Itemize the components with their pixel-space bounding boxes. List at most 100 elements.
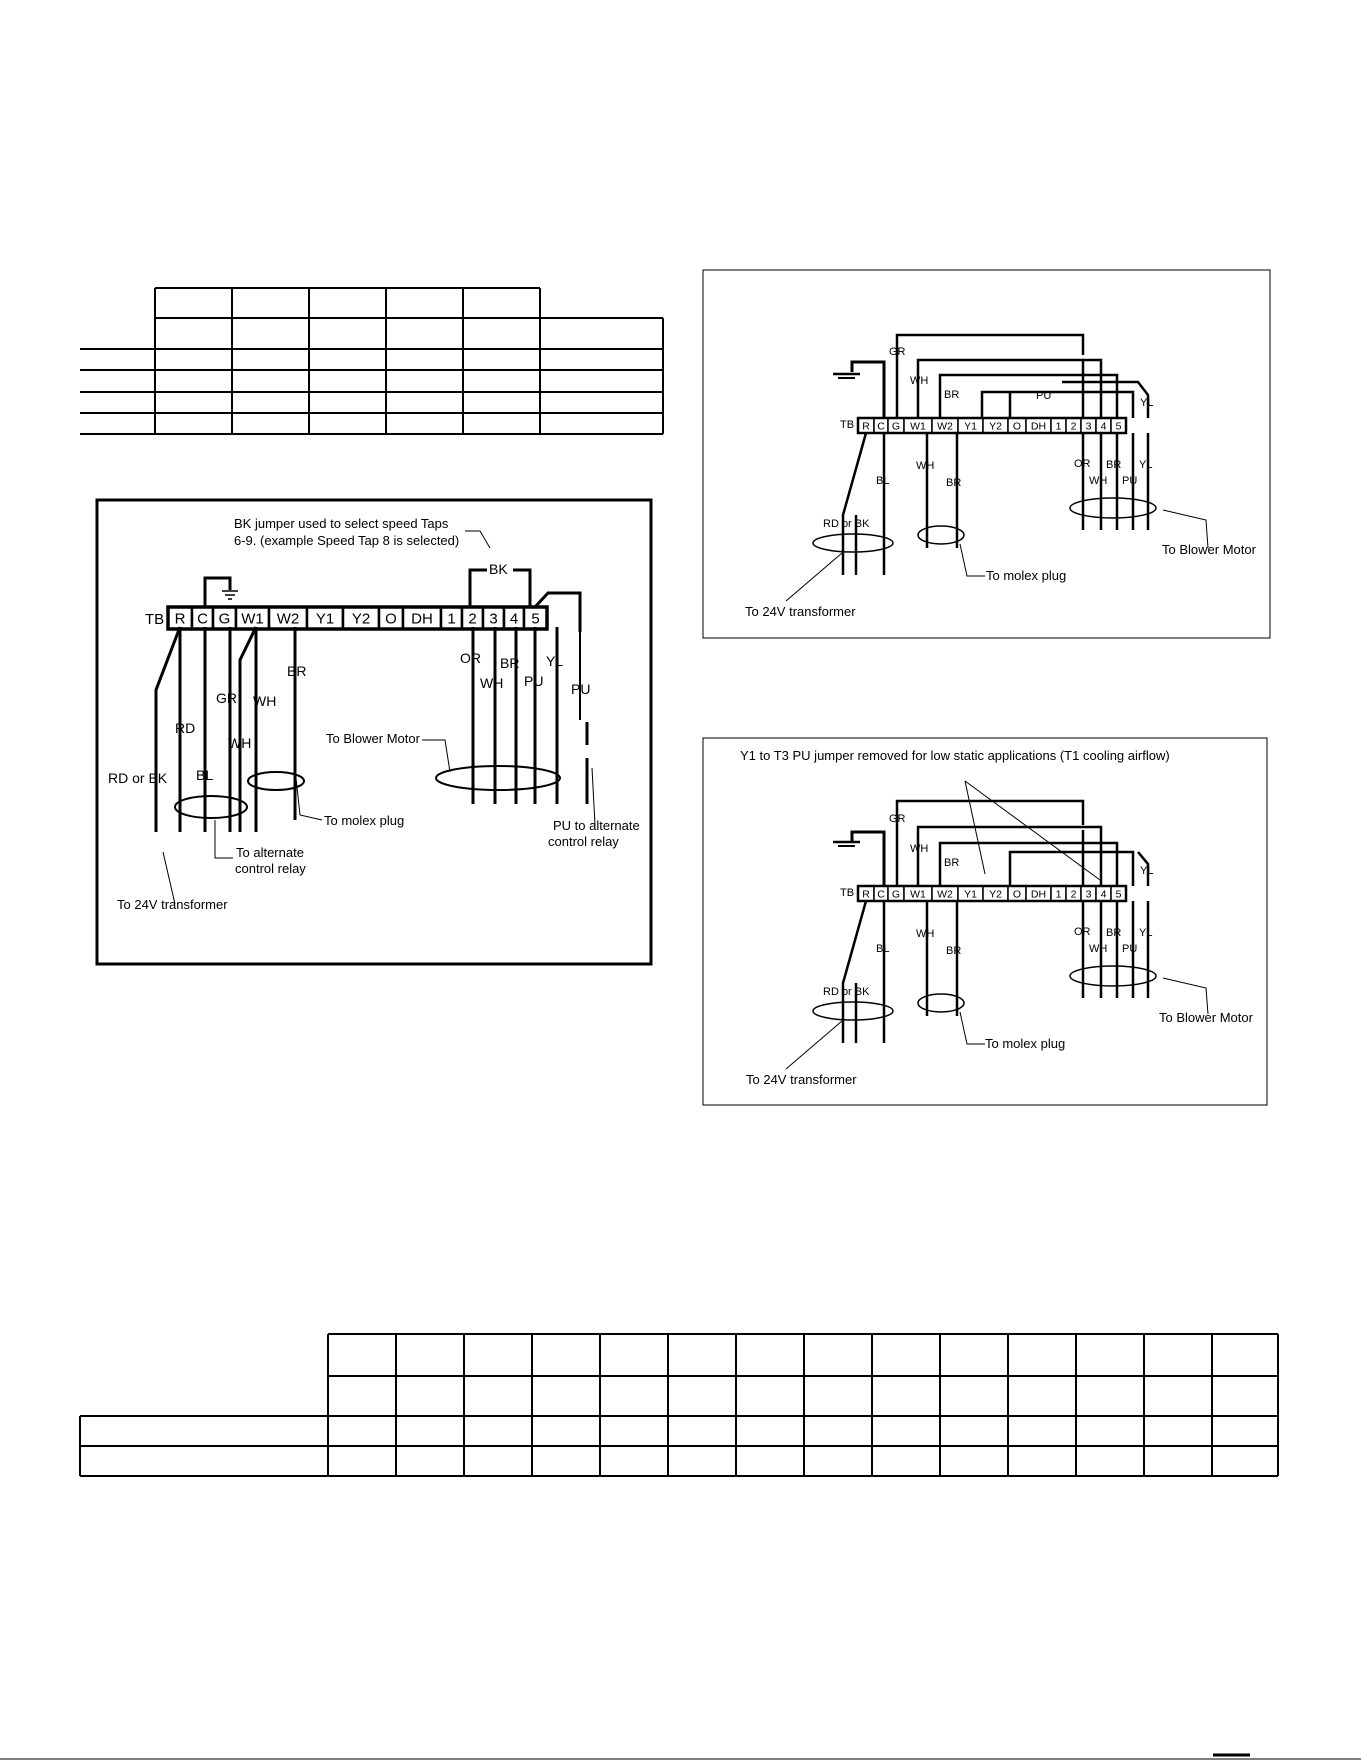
b-label-pu-b: PU xyxy=(1122,475,1137,487)
c-to-molex-plug: To molex plug xyxy=(985,1036,1065,1051)
c-label-bl: BL xyxy=(876,943,889,955)
to-blower-motor: To Blower Motor xyxy=(326,731,421,746)
b-terminal-label: 5 xyxy=(1116,420,1122,432)
label-br-b: BR xyxy=(500,655,519,671)
b-label-bl: BL xyxy=(876,475,889,487)
label-gr: GR xyxy=(216,690,237,706)
tb-label: TB xyxy=(145,611,164,628)
b-label-yl-b: YL xyxy=(1139,459,1152,471)
a-terminal-label: 3 xyxy=(489,610,497,627)
c-terminal-label: R xyxy=(862,888,870,900)
b-label-br-b: BR xyxy=(946,477,961,489)
b-label-yl: YL xyxy=(1140,397,1153,409)
a-terminal-label: O xyxy=(385,610,397,627)
c-label-br: BR xyxy=(944,857,959,869)
c-to-blower-motor: To Blower Motor xyxy=(1159,1010,1254,1025)
b-terminal-label: R xyxy=(862,420,870,432)
a-terminal-label: W2 xyxy=(277,610,300,627)
bk-jumper-label: BK xyxy=(489,561,508,577)
c-terminal-label: W2 xyxy=(937,888,953,900)
label-wh-a: WH xyxy=(253,693,276,709)
b-label-gr: GR xyxy=(889,346,906,358)
c-label-wh: WH xyxy=(910,843,928,855)
label-wh-b: WH xyxy=(228,735,251,751)
label-rd: RD xyxy=(175,720,195,736)
b-label-rd-or-bk: RD or BK xyxy=(823,518,870,530)
a-terminal-block xyxy=(166,605,549,631)
pu-alternate-line1: PU to alternate xyxy=(553,818,640,833)
b-terminal-label: 1 xyxy=(1056,420,1062,432)
to-alternate-line1: To alternate xyxy=(236,845,304,860)
b-to-molex-plug: To molex plug xyxy=(986,568,1066,583)
c-tb-label: TB xyxy=(840,887,854,899)
a-terminal-label: W1 xyxy=(241,610,264,627)
bk-jumper-note-line1: BK jumper used to select speed Taps xyxy=(234,516,449,531)
b-terminal-label: W2 xyxy=(937,420,953,432)
c-label-gr: GR xyxy=(889,813,906,825)
b-label-wh: WH xyxy=(910,375,928,387)
c-label-or: OR xyxy=(1074,926,1091,938)
b-terminal-label: 2 xyxy=(1071,420,1077,432)
c-label-wh-b: WH xyxy=(916,928,934,940)
b-terminal-label: C xyxy=(877,420,885,432)
c-terminal-label: Y1 xyxy=(964,888,977,900)
c-label-pu-b: PU xyxy=(1122,943,1137,955)
label-bl: BL xyxy=(196,767,213,783)
c-label-br-b: BR xyxy=(946,945,961,957)
b-tb-label: TB xyxy=(840,419,854,431)
label-or: OR xyxy=(460,650,481,666)
c-terminal-label: 3 xyxy=(1086,888,1092,900)
b-terminal-label: G xyxy=(892,420,900,432)
b-to-blower-motor: To Blower Motor xyxy=(1162,542,1257,557)
a-terminal-label: Y2 xyxy=(352,610,370,627)
c-terminal-label: 2 xyxy=(1071,888,1077,900)
b-label-br: BR xyxy=(944,389,959,401)
a-terminal-label: 5 xyxy=(531,610,539,627)
a-terminal-label: Y1 xyxy=(316,610,334,627)
b-label-pu: PU xyxy=(1036,390,1051,402)
label-pu: PU xyxy=(524,673,543,689)
c-label-wh-c: WH xyxy=(1089,943,1107,955)
b-terminal-label: W1 xyxy=(910,420,926,432)
b-terminal-block xyxy=(856,416,1128,435)
a-terminal-label: 1 xyxy=(447,610,455,627)
c-terminal-label: W1 xyxy=(910,888,926,900)
b-to-24v: To 24V transformer xyxy=(745,604,856,619)
b-label-br-c: BR xyxy=(1106,459,1121,471)
a-terminal-label: R xyxy=(175,610,186,627)
c-terminal-label: 5 xyxy=(1116,888,1122,900)
a-terminal-label: G xyxy=(219,610,231,627)
a-terminal-label: C xyxy=(197,610,208,627)
b-label-or: OR xyxy=(1074,458,1091,470)
a-terminal-label: DH xyxy=(411,610,433,627)
b-terminal-label: Y2 xyxy=(989,420,1002,432)
b-terminal-label: DH xyxy=(1031,420,1046,432)
label-wh-c: WH xyxy=(480,675,503,691)
c-terminal-label: 1 xyxy=(1056,888,1062,900)
c-terminal-label: G xyxy=(892,888,900,900)
c-terminal-label: DH xyxy=(1031,888,1046,900)
c-label-rd-or-bk: RD or BK xyxy=(823,986,870,998)
label-yl: YL xyxy=(546,653,563,669)
c-label-yl-b: YL xyxy=(1139,927,1152,939)
label-rd-or-bk: RD or BK xyxy=(108,770,168,786)
pu-alternate-line2: control relay xyxy=(548,834,619,849)
b-label-wh-c: WH xyxy=(1089,475,1107,487)
label-pu-b: PU xyxy=(571,681,590,697)
c-terminal-block xyxy=(856,884,1128,903)
b-terminal-label: O xyxy=(1013,420,1021,432)
label-br: BR xyxy=(287,663,306,679)
c-terminal-label: O xyxy=(1013,888,1021,900)
c-terminal-label: Y2 xyxy=(989,888,1002,900)
b-terminal-label: 3 xyxy=(1086,420,1092,432)
to-alternate-line2: control relay xyxy=(235,861,306,876)
c-terminal-label: C xyxy=(877,888,885,900)
to-24v-transformer: To 24V transformer xyxy=(117,897,228,912)
c-label-br-c: BR xyxy=(1106,927,1121,939)
